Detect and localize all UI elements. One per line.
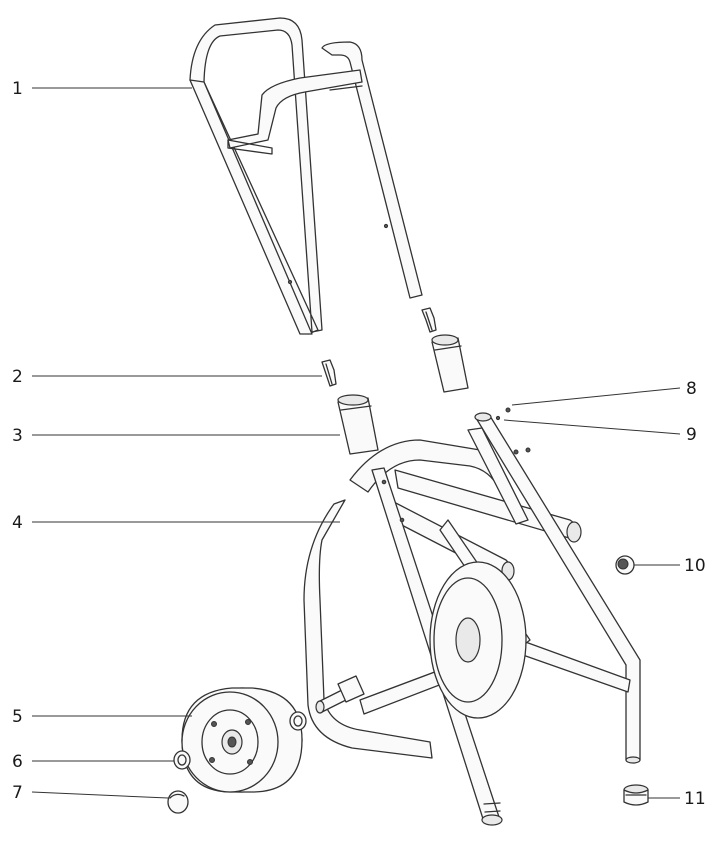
part-3-sleeve bbox=[337, 334, 469, 455]
callout-6: 6 bbox=[12, 752, 23, 772]
callout-5: 5 bbox=[12, 707, 23, 727]
part-5-wheel bbox=[181, 687, 303, 793]
callout-4: 4 bbox=[12, 513, 23, 533]
axle bbox=[315, 675, 365, 714]
part-9-nut bbox=[513, 447, 531, 455]
part-7-hub-cap bbox=[167, 790, 189, 814]
part-11-foot-cap bbox=[623, 784, 649, 806]
callout-10: 10 bbox=[684, 556, 706, 576]
part-2-spring-clip bbox=[321, 307, 437, 387]
leader-lines bbox=[31, 87, 681, 799]
rear-wheel-mounted bbox=[429, 561, 527, 719]
callout-2: 2 bbox=[12, 367, 23, 387]
callout-numbers: 1 2 3 4 5 6 7 8 9 10 11 bbox=[12, 79, 706, 809]
callout-3: 3 bbox=[12, 426, 23, 446]
part-10-tube-cap bbox=[615, 555, 635, 575]
part-8-screw bbox=[495, 407, 511, 421]
callout-8: 8 bbox=[686, 379, 697, 399]
part-1-upper-handle bbox=[189, 17, 423, 335]
callout-1: 1 bbox=[12, 79, 23, 99]
callout-9: 9 bbox=[686, 425, 697, 445]
callout-11: 11 bbox=[684, 789, 706, 809]
callout-7: 7 bbox=[12, 783, 23, 803]
part-6-washer bbox=[173, 711, 307, 770]
